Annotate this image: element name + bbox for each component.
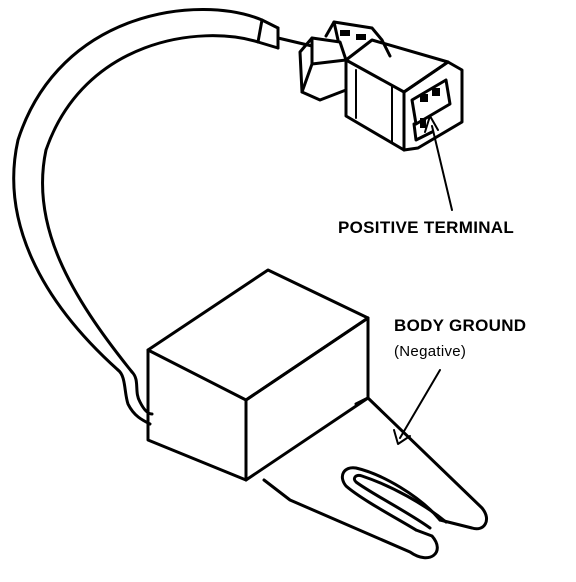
ground-tab-icon (262, 396, 488, 560)
positive-terminal-pointer (424, 115, 453, 211)
positive-terminal-label: POSITIVE TERMINAL (338, 218, 515, 237)
cable-icon (12, 8, 314, 426)
negative-label: (Negative) (394, 343, 467, 360)
connector-icon (298, 20, 464, 152)
body-ground-label: BODY GROUND (394, 316, 527, 335)
relay-box-icon (146, 268, 370, 482)
body-ground-pointer (393, 369, 441, 445)
